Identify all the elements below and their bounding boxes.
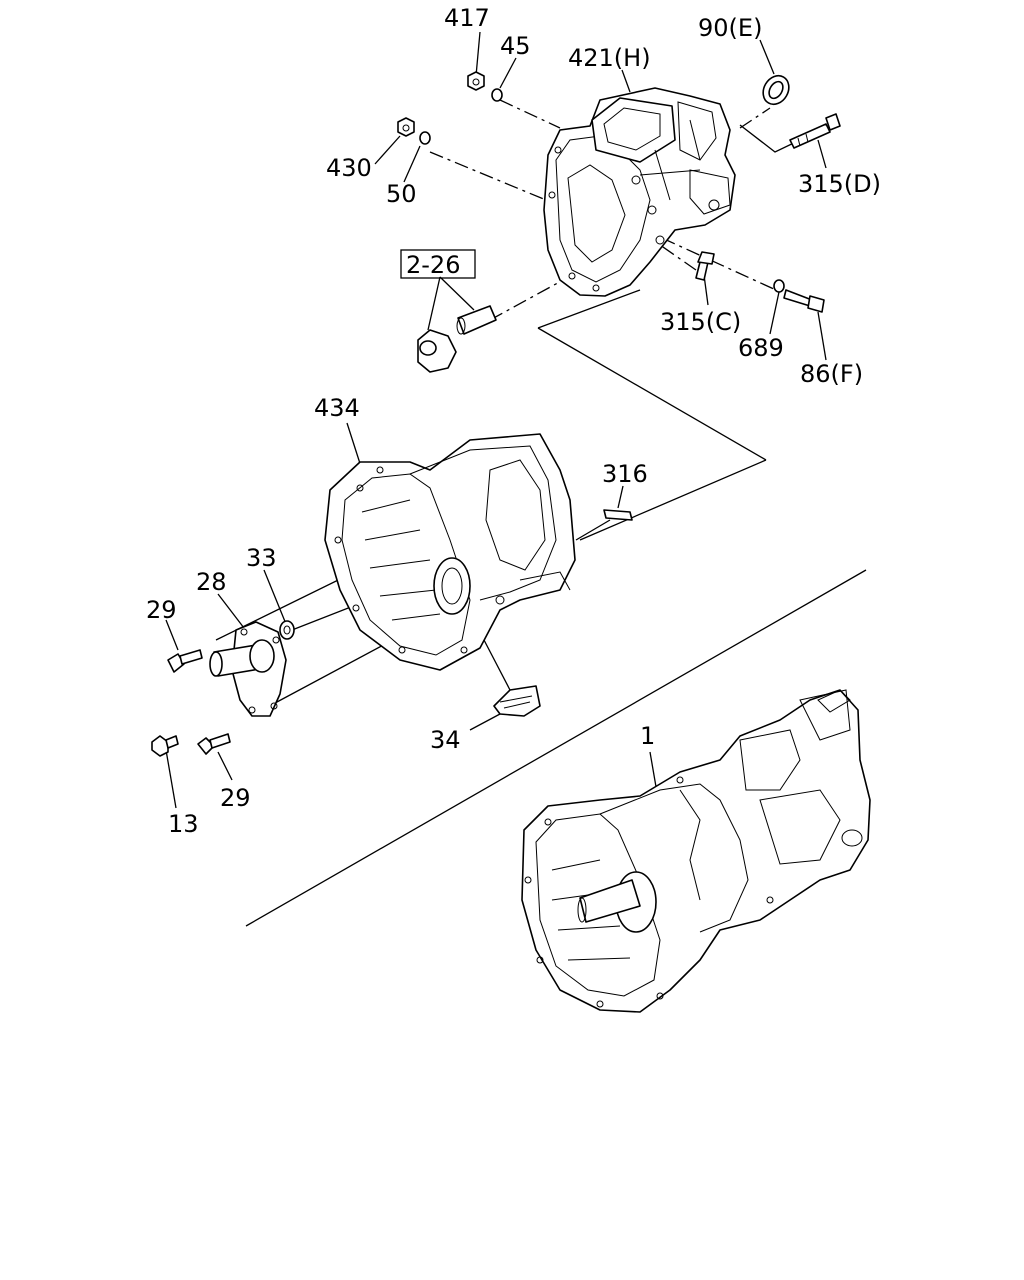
callout-86: 86(F): [800, 360, 863, 388]
o-ring-689: [773, 279, 785, 293]
upper-housing: [543, 87, 736, 297]
bolt-315c: [695, 251, 715, 281]
callout-315d: 315(D): [798, 170, 881, 198]
callout-2-26: 2-26: [406, 251, 460, 279]
transmission-case-434: [324, 433, 576, 671]
front-cover-28: [209, 621, 287, 717]
callout-1: 1: [640, 722, 655, 750]
reference-box-2-26: [400, 249, 476, 279]
callout-90: 90(E): [698, 14, 762, 42]
oil-seal-90: [762, 74, 790, 106]
callout-315c: 315(C): [660, 308, 741, 336]
top-fasteners: [397, 71, 841, 313]
callout-13: 13: [168, 810, 199, 838]
seal-33: [279, 620, 295, 640]
callout-labels: 417 45 421(H) 90(E) 430 50 315(D) 2-26 3…: [146, 4, 881, 838]
callout-34: 34: [430, 726, 461, 754]
plug-13: [151, 735, 179, 757]
bolt-86: [783, 289, 825, 313]
callout-689: 689: [738, 334, 784, 362]
callout-29-upper: 29: [146, 596, 177, 624]
callout-33: 33: [246, 544, 277, 572]
bolt-315d: [789, 113, 841, 149]
bolt-29-lower: [197, 733, 231, 755]
callout-430: 430: [326, 154, 372, 182]
callout-29-lower: 29: [220, 784, 251, 812]
transmission-assembly-1: [521, 689, 871, 1013]
callout-434: 434: [314, 394, 360, 422]
callout-28: 28: [196, 568, 227, 596]
o-ring-50: [419, 131, 431, 145]
callout-417: 417: [444, 4, 490, 32]
o-ring-45: [491, 88, 503, 102]
shift-lever-assembly: [417, 305, 497, 373]
callout-316: 316: [602, 460, 648, 488]
callout-50: 50: [386, 180, 417, 208]
nut-417: [467, 71, 485, 91]
callout-45: 45: [500, 32, 531, 60]
plate-316: [603, 509, 633, 521]
bolt-29-upper: [167, 649, 203, 673]
callout-421: 421(H): [568, 44, 651, 72]
nut-430: [397, 117, 415, 137]
bracket-34: [493, 685, 541, 717]
